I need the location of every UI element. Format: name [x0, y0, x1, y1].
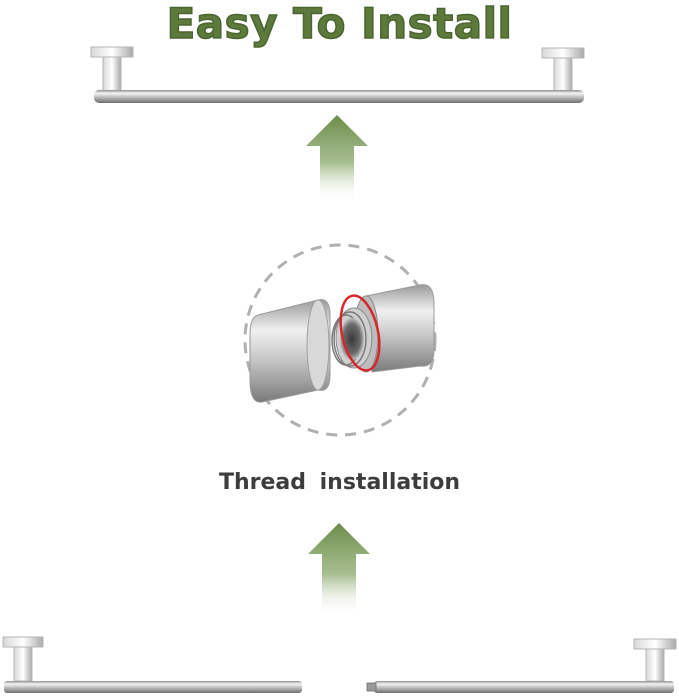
left-bracket-post: [102, 56, 122, 92]
separated-towel-bar: [2, 636, 677, 693]
right-rod-section: [374, 681, 674, 693]
right-wall-bracket: [541, 47, 585, 59]
left-bracket-post: [13, 646, 33, 682]
thread-installation-caption: Thread installation: [218, 470, 461, 495]
headline-title: Easy To Install: [166, 0, 513, 48]
right-wall-bracket: [633, 638, 677, 650]
thread-detail: [243, 243, 437, 437]
left-rod-section: [4, 681, 302, 693]
left-tube-end: [249, 299, 331, 403]
thread-marker: [339, 294, 381, 372]
towel-bar-rod: [94, 90, 584, 103]
left-wall-bracket: [2, 636, 44, 648]
right-bracket-post: [645, 648, 665, 682]
arrow-up-icon: [308, 523, 370, 616]
arrow-up-icon: [306, 115, 368, 202]
right-threaded-tube: [331, 284, 435, 373]
rod-thread: [366, 682, 377, 692]
right-bracket-post: [553, 57, 573, 92]
assembled-towel-bar: [90, 46, 585, 103]
left-wall-bracket: [90, 46, 134, 58]
